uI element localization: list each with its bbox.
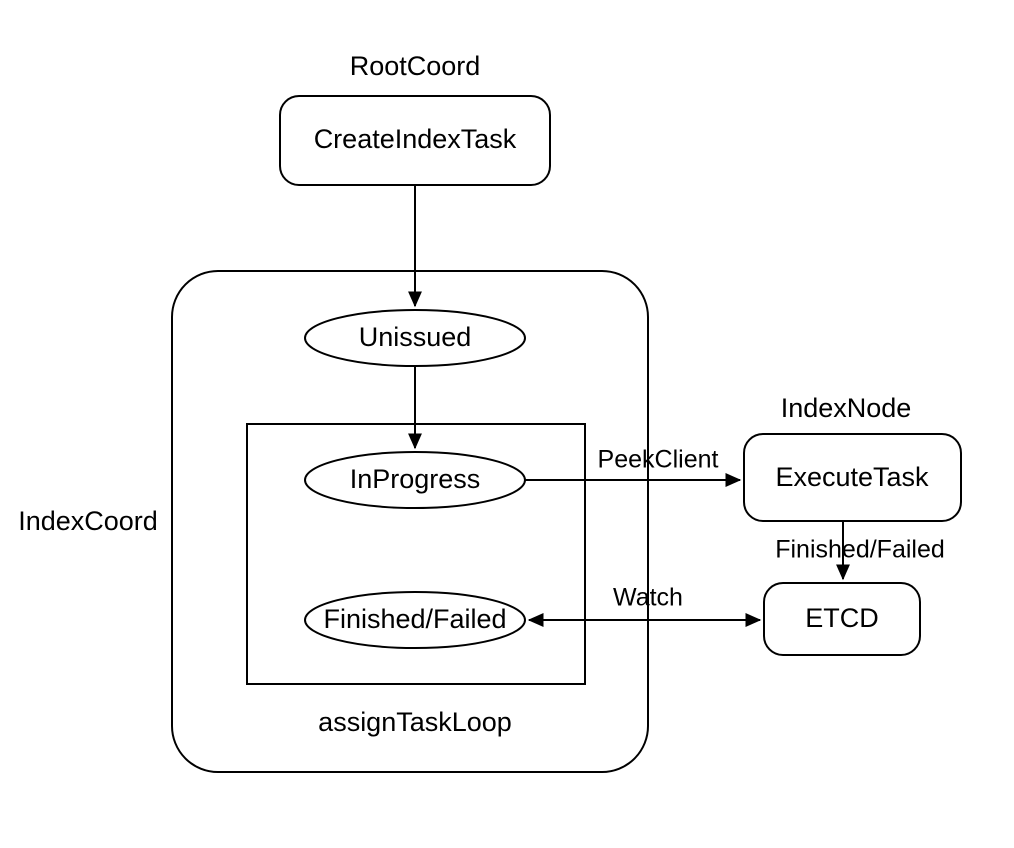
node-execute-task[interactable] — [743, 433, 962, 522]
group-label-index-coord: IndexCoord — [18, 506, 158, 536]
edge-label-watch: Watch — [613, 584, 683, 612]
node-label-finished-failed: Finished/Failed — [323, 604, 506, 634]
group-label-index-node: IndexNode — [781, 393, 912, 423]
node-label-in-progress: InProgress — [350, 464, 481, 494]
node-label-etcd: ETCD — [805, 603, 879, 633]
node-unissued[interactable] — [304, 309, 526, 367]
node-finished-failed[interactable] — [304, 591, 526, 649]
node-label-unissued: Unissued — [359, 322, 472, 352]
group-label-assign-task-loop: assignTaskLoop — [318, 707, 512, 737]
node-in-progress[interactable] — [304, 451, 526, 509]
node-create-index-task[interactable] — [279, 95, 551, 186]
group-label-root-coord: RootCoord — [350, 51, 481, 81]
edge-label-peek-client: PeekClient — [598, 446, 719, 474]
node-etcd[interactable] — [763, 582, 921, 656]
node-label-execute-task: ExecuteTask — [775, 462, 929, 492]
node-label-create-index-task: CreateIndexTask — [314, 124, 517, 154]
edge-label-finished-failed: Finished/Failed — [775, 536, 945, 564]
